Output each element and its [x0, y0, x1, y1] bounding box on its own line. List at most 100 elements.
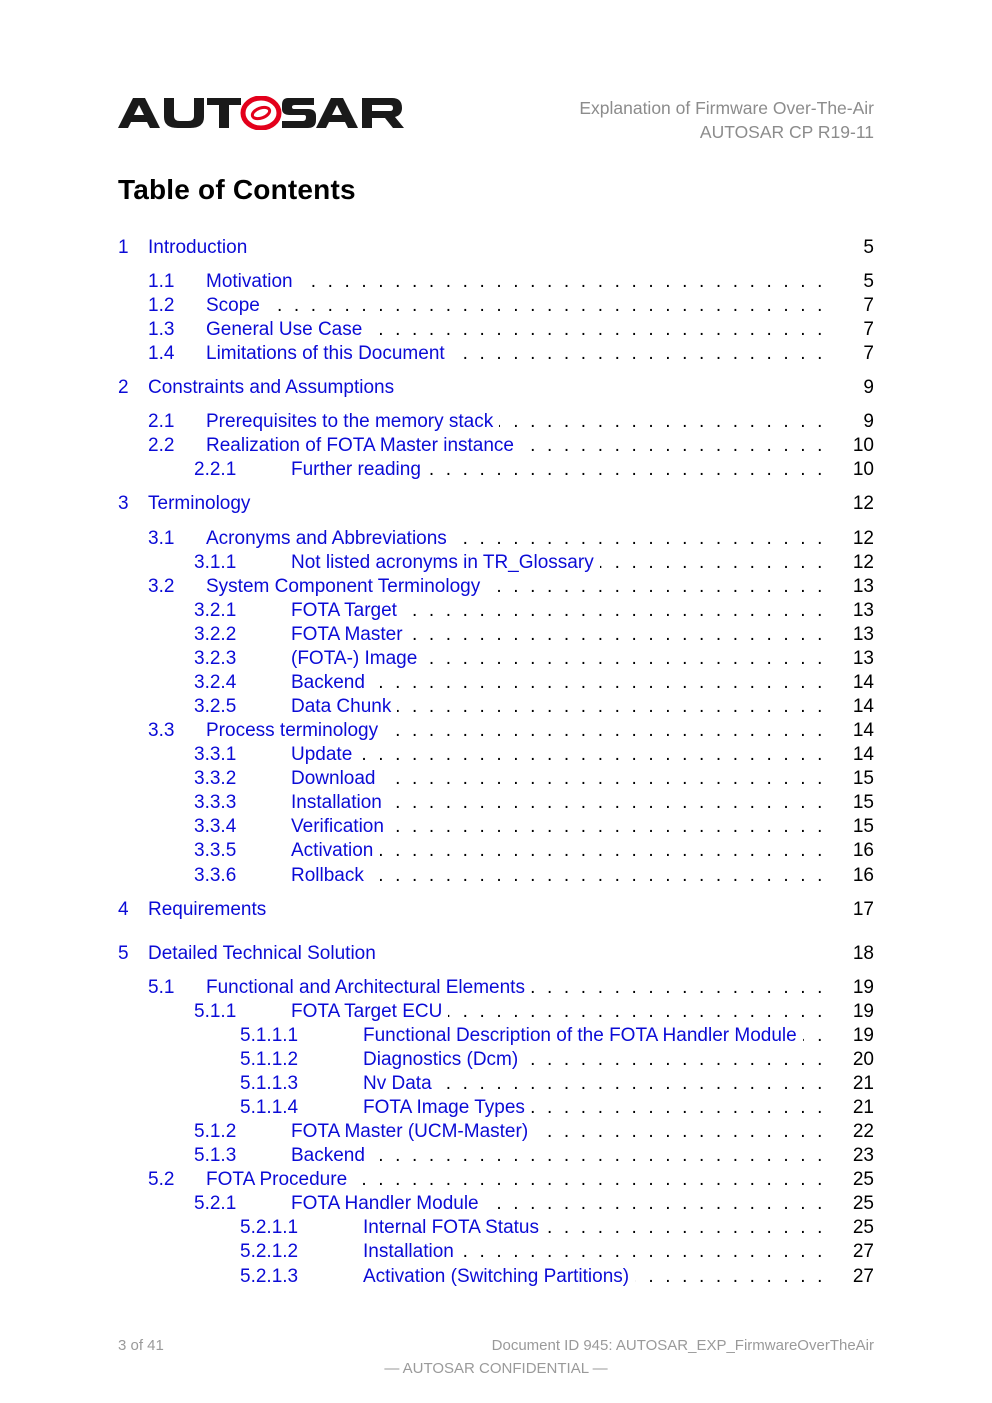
toc-entry-page[interactable]: 13	[852, 600, 874, 621]
toc-entry-label[interactable]: Verification	[291, 815, 390, 839]
toc-entry-label[interactable]: General Use Case	[206, 318, 369, 342]
toc-entry-number[interactable]: 3.1.1	[194, 552, 237, 573]
toc-entry-number[interactable]: 3.2.4	[194, 672, 237, 693]
toc-entry-page[interactable]: 15	[852, 768, 874, 789]
toc-entry-page[interactable]: 23	[852, 1145, 874, 1166]
toc-entry-number[interactable]: 3.3	[148, 720, 175, 741]
toc-entry-page[interactable]: 12	[852, 493, 874, 514]
toc-entry-number[interactable]: 5.2	[148, 1169, 175, 1190]
toc-entry-number[interactable]: 5	[118, 943, 129, 964]
toc-entry-number[interactable]: 2.2.1	[194, 459, 237, 480]
toc-entry-number[interactable]: 5.1.1	[194, 1001, 237, 1022]
toc-entry-number[interactable]: 1.4	[148, 343, 175, 364]
toc-entry-page[interactable]: 12	[852, 552, 874, 573]
toc-entry[interactable]: 5.2.1.3 Activation (Switching Partitions)…	[0, 1265, 992, 1289]
toc-entry-number[interactable]: 1.1	[148, 271, 175, 292]
toc-entry-number[interactable]: 2.1	[148, 411, 175, 432]
toc-entry-label[interactable]: Data Chunk	[291, 695, 398, 719]
toc-entry-label[interactable]: FOTA Master (UCM-Master)	[291, 1120, 535, 1144]
toc-entry-page[interactable]: 16	[852, 865, 874, 886]
toc-entry-number[interactable]: 3.2.1	[194, 600, 237, 621]
toc-entry-page[interactable]: 21	[852, 1073, 874, 1094]
toc-entry[interactable]: 3.2.3(FOTA-) Image......................…	[0, 647, 992, 671]
toc-entry-label[interactable]: Diagnostics (Dcm)	[363, 1048, 525, 1072]
toc-entry-number[interactable]: 5.2.1.1	[240, 1217, 299, 1238]
toc-entry-label[interactable]: Download	[291, 767, 382, 791]
toc-entry-page[interactable]: 20	[852, 1049, 874, 1070]
toc-entry-page[interactable]: 10	[852, 459, 874, 480]
toc-entry-label[interactable]: Realization of FOTA Master instance	[206, 434, 520, 458]
toc-entry-page[interactable]: 7	[863, 343, 874, 364]
toc-entry-number[interactable]: 3.3.4	[194, 816, 237, 837]
toc-entry-label[interactable]: Backend	[291, 671, 371, 695]
toc-entry-label[interactable]: Not listed acronyms in TR_Glossary	[291, 551, 600, 575]
toc-entry[interactable]: 1 Introduction 5	[0, 236, 992, 260]
toc-entry-label[interactable]: System Component Terminology	[206, 575, 487, 599]
toc-entry-number[interactable]: 3.1	[148, 528, 175, 549]
toc-entry-number[interactable]: 3.3.1	[194, 744, 237, 765]
toc-entry-page[interactable]: 7	[863, 295, 874, 316]
toc-entry-page[interactable]: 9	[863, 411, 874, 432]
toc-entry-page[interactable]: 19	[852, 1025, 874, 1046]
toc-entry-label[interactable]: Introduction	[148, 236, 254, 260]
toc-entry-label[interactable]: FOTA Master	[291, 623, 409, 647]
toc-entry[interactable]: 5.1 Functional and Architectural Elements…	[0, 976, 992, 1000]
toc-entry-page[interactable]: 25	[852, 1193, 874, 1214]
toc-entry-label[interactable]: FOTA Procedure	[206, 1168, 354, 1192]
toc-entry-number[interactable]: 5.1.1.3	[240, 1073, 299, 1094]
toc-entry-label[interactable]: (FOTA-) Image	[291, 647, 424, 671]
toc-entry-number[interactable]: 5.2.1.3	[240, 1266, 299, 1287]
toc-entry-label[interactable]: FOTA Handler Module	[291, 1192, 485, 1216]
toc-entry-label[interactable]: Functional and Architectural Elements	[206, 976, 531, 1000]
toc-entry-number[interactable]: 5.1	[148, 977, 175, 998]
toc-entry-label[interactable]: Terminology	[148, 492, 257, 516]
toc-entry-number[interactable]: 3.2	[148, 576, 175, 597]
toc-entry-number[interactable]: 5.2.1	[194, 1193, 237, 1214]
toc-entry-page[interactable]: 22	[852, 1121, 874, 1142]
toc-entry-label[interactable]: Prerequisites to the memory stack	[206, 410, 500, 434]
toc-entry-label[interactable]: Activation (Switching Partitions)	[363, 1265, 636, 1289]
toc-entry-number[interactable]: 3.3.3	[194, 792, 237, 813]
toc-entry-page[interactable]: 5	[863, 237, 874, 258]
toc-entry-page[interactable]: 14	[852, 672, 874, 693]
toc-entry-number[interactable]: 5.1.1.4	[240, 1097, 299, 1118]
toc-entry-page[interactable]: 17	[852, 899, 874, 920]
toc-entry-page[interactable]: 25	[852, 1217, 874, 1238]
toc-entry-number[interactable]: 2	[118, 377, 129, 398]
toc-entry-label[interactable]: Motivation	[206, 270, 299, 294]
toc-entry-label[interactable]: Internal FOTA Status	[363, 1216, 546, 1240]
toc-entry-number[interactable]: 3	[118, 493, 129, 514]
toc-entry-number[interactable]: 3.2.5	[194, 696, 237, 717]
toc-entry-number[interactable]: 1	[118, 237, 129, 258]
toc-entry-label[interactable]: Constraints and Assumptions	[148, 376, 401, 400]
toc-entry-number[interactable]: 1.2	[148, 295, 175, 316]
toc-entry-page[interactable]: 27	[852, 1241, 874, 1262]
toc-entry-page[interactable]: 25	[852, 1169, 874, 1190]
